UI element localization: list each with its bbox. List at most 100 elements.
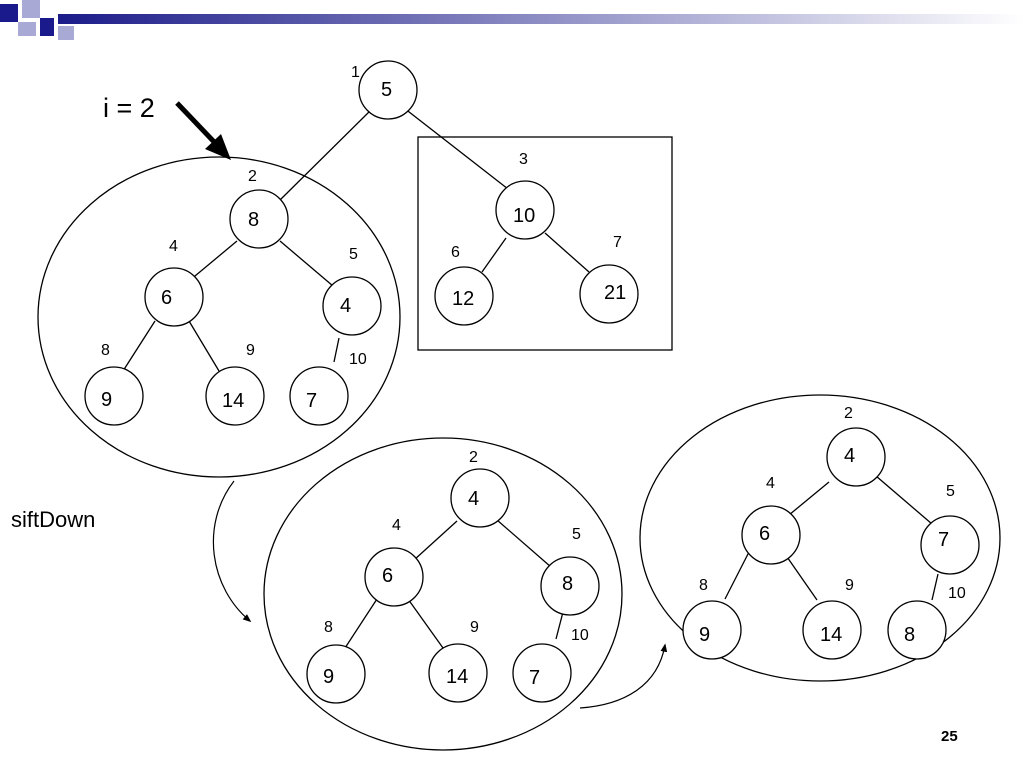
node-value: 4: [844, 445, 855, 467]
edge: [788, 481, 830, 516]
node-circle: [428, 643, 488, 703]
edge: [188, 320, 220, 372]
tree-edges-main: [122, 107, 590, 372]
tree-node: 7 10: [512, 627, 589, 703]
header-square-light-3: [58, 26, 74, 40]
node-circle: [364, 547, 424, 607]
tree-nodes-step2: 4 2 6 4 7 5 9 8 14 9 8 10: [682, 405, 980, 660]
tree-node: 6 4: [144, 238, 204, 327]
node-index: 10: [571, 627, 589, 644]
node-circle: [289, 366, 349, 426]
node-index: 9: [845, 577, 854, 594]
tree-node: 6 4: [741, 475, 801, 565]
edge: [344, 598, 378, 649]
transition-arrow-step1: [212, 480, 252, 623]
node-index: 5: [946, 483, 955, 500]
node-value: 8: [904, 624, 915, 646]
tree-node: 8 2: [229, 168, 289, 249]
node-index: 8: [324, 619, 333, 636]
node-index: 6: [451, 244, 460, 261]
node-value: 12: [452, 288, 474, 310]
node-circle: [741, 505, 801, 565]
node-value: 4: [340, 295, 351, 317]
page-number: 25: [941, 728, 958, 745]
tree-node: 6 4: [364, 517, 424, 607]
tree-edges-step1: [344, 519, 564, 649]
node-value: 6: [161, 287, 172, 309]
node-value: 6: [382, 565, 393, 587]
node-index: 2: [844, 405, 853, 422]
tree-edges-step2: [724, 475, 939, 601]
edge: [784, 553, 818, 601]
tree-node: 21 7: [579, 234, 639, 324]
node-index: 4: [392, 517, 401, 534]
tree-node: 12 6: [434, 244, 494, 326]
node-circle: [920, 515, 980, 575]
tree-node: 14 9: [802, 577, 862, 660]
subtree-region-step1: [263, 437, 623, 751]
node-circle: [229, 189, 289, 249]
node-value: 14: [222, 390, 244, 412]
node-circle: [358, 60, 418, 120]
node-index: 8: [101, 342, 110, 359]
node-index: 9: [470, 619, 479, 636]
tree-node: 5 1: [351, 60, 418, 120]
subtree-region-main: [37, 156, 401, 478]
node-index: 4: [169, 238, 178, 255]
node-value: 21: [604, 282, 626, 304]
node-circle: [306, 644, 366, 704]
transition-arrow-step2: [579, 643, 668, 709]
node-value: 7: [529, 667, 540, 689]
node-index: 8: [699, 577, 708, 594]
edge: [407, 598, 444, 649]
edge: [496, 519, 552, 568]
edge: [122, 320, 156, 372]
tree-node: 9 8: [84, 342, 144, 426]
node-circle: [434, 266, 494, 326]
node-value: 6: [759, 523, 770, 545]
node-circle: [495, 180, 555, 240]
tree-node: 14 9: [428, 619, 488, 703]
edge: [333, 337, 340, 363]
tree-node: 8 10: [887, 585, 966, 660]
node-circle: [579, 264, 639, 324]
node-circle: [887, 600, 947, 660]
node-index: 7: [613, 234, 622, 251]
header-square-dark-2: [40, 18, 54, 36]
tree-node: 4 2: [826, 405, 886, 487]
tree-nodes-main: 5 1 8 2 10 3 6 4 4 5 12 6: [84, 60, 639, 426]
node-circle: [512, 643, 572, 703]
tree-node: 9 8: [682, 577, 742, 660]
tree-node: 4 2: [450, 449, 510, 528]
tree-node: 14 9: [205, 342, 265, 426]
edge: [403, 107, 509, 190]
subtree-region-step2: [639, 394, 1001, 682]
tree-node: 7 10: [289, 351, 367, 426]
node-index: 3: [519, 151, 528, 168]
node-value: 7: [306, 390, 317, 412]
edge: [724, 551, 750, 600]
index-annotation-label: i = 2: [103, 93, 155, 123]
node-value: 10: [513, 205, 535, 227]
node-index: 5: [349, 246, 358, 263]
edge: [555, 611, 564, 640]
edge: [279, 107, 374, 201]
node-value: 8: [248, 209, 259, 231]
edge: [931, 573, 939, 601]
header-square-light-1: [22, 0, 40, 18]
node-index: 5: [572, 526, 581, 543]
tree-node: 9 8: [306, 619, 366, 704]
header-gradient-bar: [58, 14, 1024, 24]
edge: [875, 475, 933, 525]
tree-node: 8 5: [540, 526, 600, 616]
edge: [188, 240, 238, 282]
edge: [544, 232, 590, 273]
node-index: 2: [469, 449, 478, 466]
node-value: 9: [323, 666, 334, 688]
node-circle: [205, 366, 265, 426]
node-index: 10: [948, 585, 966, 602]
node-circle: [84, 366, 144, 426]
operation-label: siftDown: [11, 507, 95, 532]
node-index: 9: [246, 342, 255, 359]
